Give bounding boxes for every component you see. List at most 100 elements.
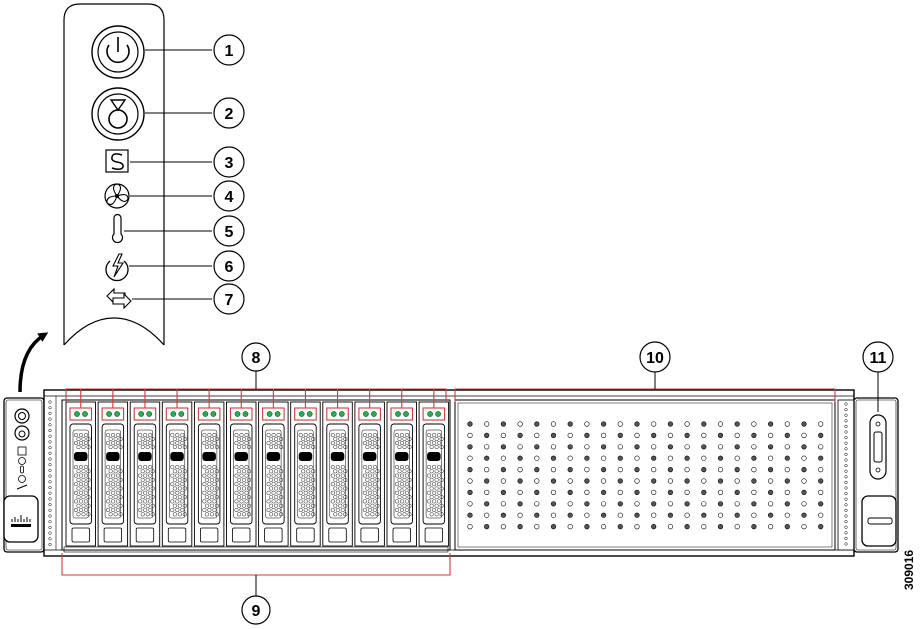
callout-4-number: 4 [225, 189, 234, 206]
vent-hole [484, 478, 490, 484]
callout-4: 4 [213, 180, 245, 212]
callout-10: 10 [639, 341, 671, 373]
vent-hole [567, 444, 573, 450]
vent-hole [500, 467, 507, 473]
vent-hole [701, 501, 707, 507]
drive-led [165, 407, 189, 421]
vent-hole [667, 467, 674, 473]
vent-hole [567, 523, 573, 530]
vent-hole [767, 444, 774, 450]
vent-hole [534, 501, 540, 507]
vent-hole [567, 455, 573, 461]
drive-bays [65, 401, 450, 547]
vent-hole [701, 421, 707, 427]
vent-hole [784, 444, 790, 450]
vent-hole [500, 432, 507, 439]
vent-hole [818, 421, 824, 427]
vent-hole [634, 467, 640, 473]
vent-hole [751, 421, 757, 427]
drive-led [262, 407, 285, 421]
vent-hole [600, 455, 607, 461]
vent-hole [584, 455, 590, 461]
drive-bay[interactable] [65, 401, 96, 547]
callout-brackets [61, 49, 879, 596]
vent-hole [500, 478, 507, 484]
vent-hole [500, 512, 507, 518]
callout-1-number: 1 [225, 43, 234, 60]
vent-hole [634, 512, 640, 518]
drive-bay[interactable] [386, 401, 417, 547]
callouts: 1 2 3 4 5 6 7 8 9 10 11 [213, 34, 894, 625]
drive-bay[interactable] [226, 401, 257, 547]
vent-hole [484, 489, 490, 496]
vent-hole [484, 455, 490, 461]
drive-bay[interactable] [354, 401, 385, 547]
vent-hole [784, 467, 790, 473]
drive-led [294, 407, 317, 421]
vent-hole [651, 444, 657, 450]
vent-hole [701, 512, 707, 518]
figure-id: 309016 [902, 550, 916, 590]
drive-bay[interactable] [418, 401, 450, 547]
vent-hole [600, 501, 607, 507]
drive-bay[interactable] [161, 401, 193, 547]
system-status-icon [105, 149, 129, 173]
vent-hole [684, 421, 690, 427]
unit-identification-button-icon[interactable] [91, 87, 145, 141]
vent-hole [517, 512, 523, 518]
vent-hole [584, 432, 590, 439]
vent-hole [767, 478, 774, 484]
vent-hole [651, 501, 657, 507]
vent-hole [767, 489, 774, 496]
drive-bay[interactable] [97, 401, 129, 547]
vent-hole [550, 432, 557, 439]
power-button-icon[interactable] [91, 25, 145, 79]
vent-hole [467, 523, 473, 530]
drive-bay[interactable] [129, 401, 161, 547]
drive-bay[interactable] [258, 401, 289, 547]
vent-hole [534, 444, 540, 450]
vent-hole [550, 523, 557, 530]
drive-led [133, 407, 157, 421]
vent-hole [467, 444, 473, 450]
callout-3-number: 3 [225, 155, 234, 172]
vent-hole [634, 523, 640, 530]
vent-hole [717, 467, 724, 473]
vent-hole [801, 421, 807, 427]
drive-bay[interactable] [290, 401, 321, 547]
vent-hole [717, 478, 724, 484]
vent-hole [600, 421, 607, 427]
vent-hole [684, 444, 690, 450]
vent-hole [667, 478, 674, 484]
power-supply-status-icon [105, 253, 129, 282]
drive-mesh [138, 432, 155, 517]
led-panel-detail [63, 3, 165, 346]
vent-hole [517, 432, 523, 439]
drive-bay[interactable] [193, 401, 225, 547]
vent-hole [751, 432, 757, 439]
vent-hole [751, 489, 757, 496]
vent-hole [617, 444, 623, 450]
vent-hole [517, 478, 523, 484]
callout-9: 9 [241, 595, 271, 625]
vent-hole [484, 512, 490, 518]
vent-hole [818, 501, 824, 507]
vent-hole [767, 512, 774, 518]
vent-hole [667, 489, 674, 496]
vent-hole [584, 489, 590, 496]
vent-hole [517, 467, 523, 473]
vent-hole [767, 501, 774, 507]
vent-hole [734, 512, 740, 518]
vent-hole [717, 455, 724, 461]
vent-hole [651, 455, 657, 461]
vent-hole [600, 444, 607, 450]
kvm-connector-icon[interactable] [869, 414, 887, 480]
vent-hole [617, 455, 623, 461]
drive-bay[interactable] [322, 401, 353, 547]
vent-hole [534, 467, 540, 473]
vent-hole [801, 501, 807, 507]
vent-hole [517, 421, 523, 427]
vent-hole [550, 512, 557, 518]
vent-hole [767, 467, 774, 473]
vent-hole [717, 421, 724, 427]
